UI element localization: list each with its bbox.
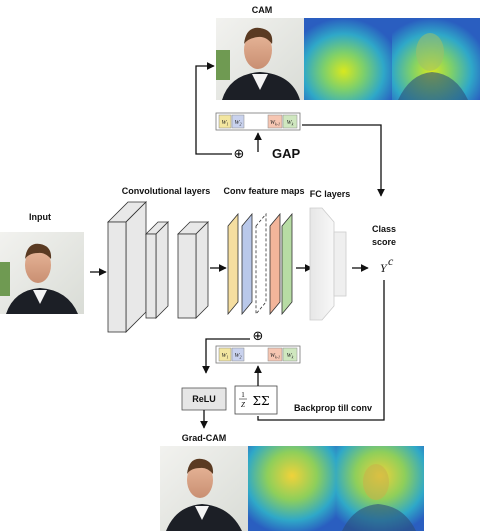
gradcam-weight-wk-subscript: k [292,355,294,360]
norm-denominator: Z [241,401,245,409]
gradcam-weight-w1: W1 [222,353,229,360]
conv-feature-maps [227,212,293,316]
cam-oplus-symbol: ⊕ [234,147,245,162]
weight-wk: Wk [287,120,294,127]
gradcam-weight-w1-subscript: 1 [227,355,229,360]
gradcam-weight-wk: Wk [287,353,294,360]
gradcam-weight-w2: W2 [235,353,242,360]
gradcam-oplus-symbol: ⊕ [253,329,264,344]
cam-heatmap [304,18,392,100]
input-label: Input [29,212,51,222]
weights-to-score-arrow [302,124,385,197]
weight-wk1: Wk-1 [270,120,280,127]
gradcam-overlay [336,446,424,531]
class-score-symbol: Y [380,261,388,275]
gradcam-heatmap [248,446,336,531]
cam-overlay [392,18,480,100]
backprop-label: Backprop till conv [294,403,372,413]
oplus-to-cam-arrow [195,62,232,155]
gradcam-weights-bar: W1 W2 Wk-1 Wk [215,345,301,364]
oplus-to-relu-arrow [202,338,250,374]
conv-layers-label: Convolutional layers [122,186,211,196]
normalization-box: 1 Z ΣΣ [234,385,278,415]
input-photo [0,232,84,314]
gap-label: GAP [272,146,301,161]
norm-sums: ΣΣ [253,394,270,408]
relu-label: ReLU [192,394,216,404]
gradcam-weight-wk1: Wk-1 [270,353,280,360]
norm-numerator: 1 [241,391,245,399]
weight-w2: W2 [235,120,242,127]
conv-feature-maps-label: Conv feature maps [223,186,304,196]
cam-weights-bar: W1 W2 Wk-1 Wk [215,112,301,131]
grad-cam-label: Grad-CAM [182,433,227,443]
gradcam-weight-w2-subscript: 2 [240,355,242,360]
gradcam-weight-wk1-subscript: k-1 [275,355,280,360]
class-score-label-line1: Class [372,224,396,234]
weight-wk-subscript: k [292,122,294,127]
cam-label: CAM [252,5,273,15]
backprop-path [257,280,385,421]
weight-w1: W1 [222,120,229,127]
gradcam-photo [160,446,248,531]
weight-w1-subscript: 1 [227,122,229,127]
cam-photo [216,18,304,100]
weight-w2-subscript: 2 [240,122,242,127]
class-score-superscript: c [388,254,394,268]
fc-layers-block [309,207,347,321]
weight-wk1-subscript: k-1 [275,122,280,127]
conv-layers-blocks [107,201,209,333]
fc-layers-label: FC layers [310,189,351,199]
class-score-label-line2: score [372,237,396,247]
